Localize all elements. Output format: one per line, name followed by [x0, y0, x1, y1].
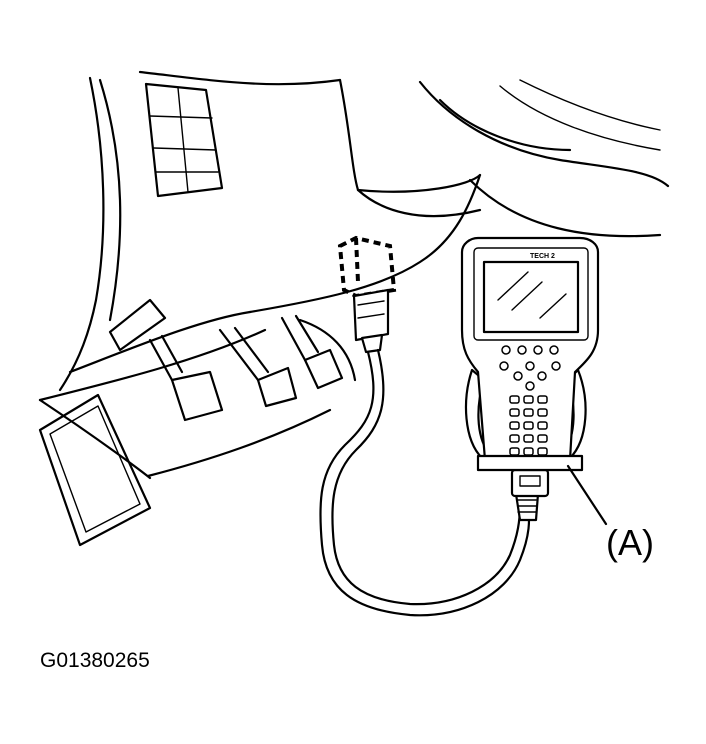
data-link-connector	[337, 235, 397, 299]
dashboard-lower-panel	[38, 70, 482, 480]
scan-tool: TECH 2	[460, 236, 600, 522]
callout-label-a: (A)	[606, 522, 654, 563]
hood-release-handle	[108, 298, 167, 352]
cable-connector-plug	[352, 288, 390, 354]
pedal-clutch	[280, 314, 344, 390]
pedal-brake	[148, 334, 224, 422]
dashboard-vent	[144, 82, 224, 198]
figure-id: G01380265	[40, 649, 150, 672]
steering-column	[418, 79, 670, 238]
floor-mat	[38, 393, 152, 547]
diagnostic-cable	[319, 348, 531, 617]
callout-leader-line	[566, 464, 608, 526]
tool-brand-label: TECH 2	[530, 253, 555, 260]
pedal-accelerator	[218, 326, 298, 408]
